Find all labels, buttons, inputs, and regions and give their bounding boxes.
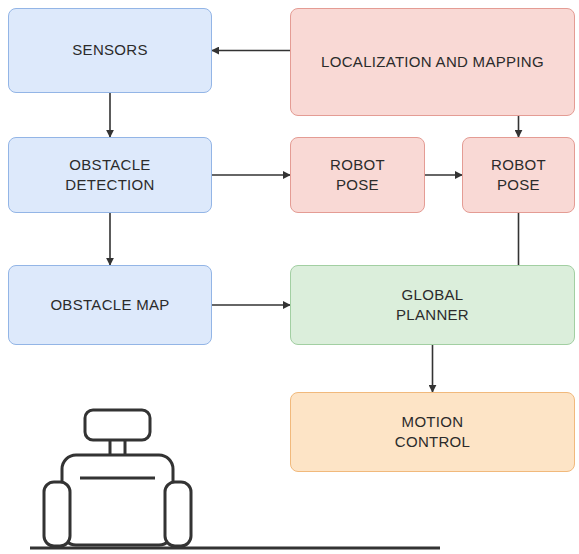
node-label: ROBOT POSE (474, 155, 564, 196)
node-label: ROBOT POSE (313, 155, 403, 196)
robot-wheel (165, 482, 191, 546)
robot-body (62, 455, 173, 545)
connector-arrow (212, 174, 290, 176)
node-label: SENSORS (72, 40, 147, 60)
connector-arrow (109, 93, 111, 137)
robot-neck (124, 440, 127, 455)
planner-box: GLOBAL PLANNER (290, 265, 575, 345)
connector-arrow (518, 116, 520, 137)
connector-arrow (212, 304, 290, 306)
node-label: OBSTACLE MAP (50, 295, 169, 315)
ground-line (30, 547, 440, 550)
connector-arrow (432, 345, 434, 392)
robot-wheel (44, 482, 70, 546)
connector-arrow (109, 213, 111, 265)
robot-panel-line (80, 477, 155, 480)
robot-head (85, 410, 150, 440)
process-box: LOCALIZATION AND MAPPING (290, 8, 575, 116)
node-label: LOCALIZATION AND MAPPING (321, 52, 544, 72)
process-box: OBSTACLE DETECTION (8, 137, 212, 213)
connector-arrow (425, 174, 462, 176)
process-box: OBSTACLE MAP (8, 265, 212, 345)
connector-arrow (212, 50, 290, 52)
state-box: ROBOT POSE (290, 137, 425, 213)
node-label: OBSTACLE DETECTION (45, 155, 175, 196)
process-box: SENSORS (8, 8, 212, 93)
node-label: GLOBAL PLANNER (368, 285, 498, 326)
robot-neck (109, 440, 112, 455)
node-label: MOTION CONTROL (368, 412, 498, 453)
state-box: ROBOT POSE (462, 137, 575, 213)
connector-arrow (518, 213, 520, 265)
control-box: MOTION CONTROL (290, 392, 575, 472)
